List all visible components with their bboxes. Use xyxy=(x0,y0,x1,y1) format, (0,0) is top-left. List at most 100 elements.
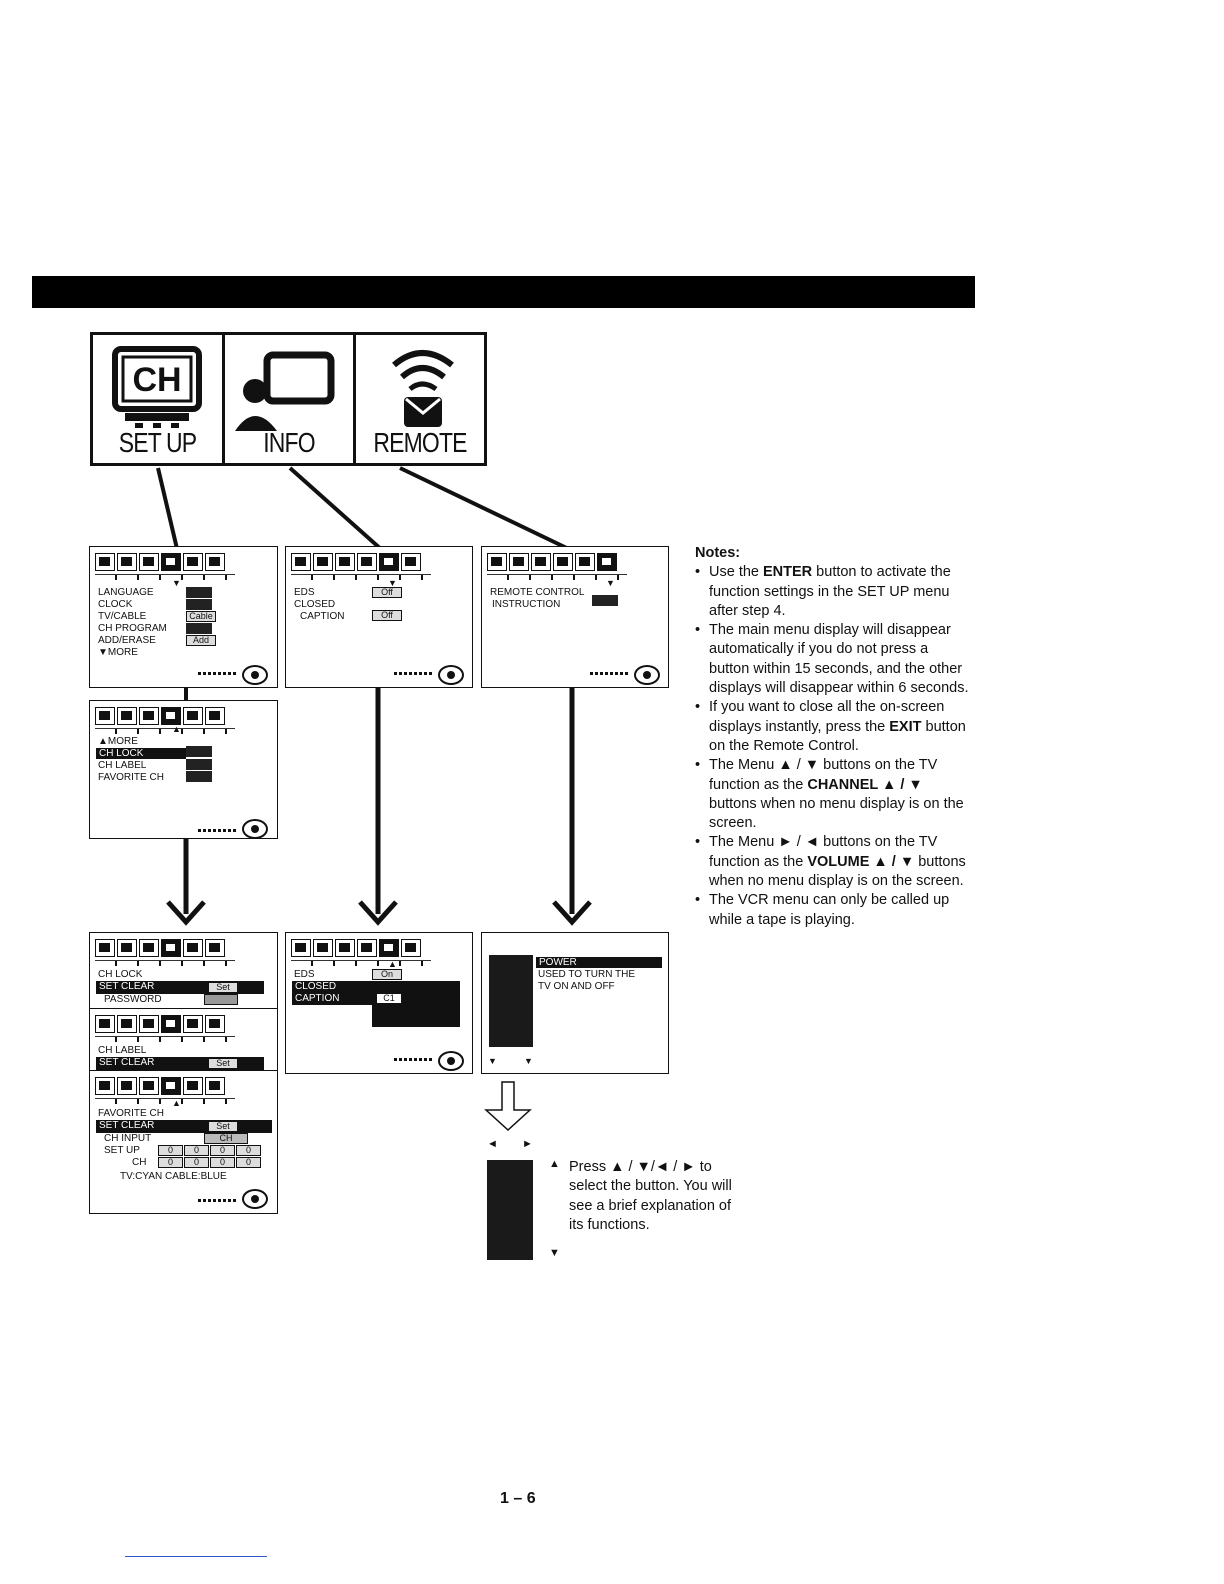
info-icon xyxy=(575,553,595,571)
ch-icon xyxy=(553,553,573,571)
help-text xyxy=(394,1058,434,1061)
tv-icon xyxy=(291,553,311,571)
chlock-menu-panel: CH LOCK SET CLEAR Set PASSWORD xyxy=(89,932,278,1010)
power-desc-line2: TV ON AND OFF xyxy=(538,981,615,992)
favorite-cell: 0 xyxy=(210,1157,235,1168)
menu-item-clock: CLOCK xyxy=(98,599,133,610)
remote-icon xyxy=(205,1015,225,1033)
navpad-icon xyxy=(438,1051,464,1071)
info-icon xyxy=(183,1077,203,1095)
audio-icon xyxy=(335,553,355,571)
menu-item-ch-label: CH LABEL xyxy=(98,760,147,771)
menu-subrow xyxy=(95,960,235,966)
remote-icon xyxy=(205,1077,225,1095)
note-text: The Menu ► / ◄ buttons on the TV functio… xyxy=(709,834,938,870)
help-text xyxy=(198,672,238,675)
picture-icon xyxy=(117,939,137,957)
remote-icon xyxy=(205,553,225,571)
menu-item-closed: CLOSED xyxy=(294,599,336,610)
caption-menu-panel: ▲ EDS On CLOSED CAPTION C1 xyxy=(285,932,473,1074)
audio-icon xyxy=(139,939,159,957)
audio-icon xyxy=(139,1015,159,1033)
up-arrow-icon: ▲ xyxy=(172,1098,181,1108)
ch-icon xyxy=(161,553,181,571)
audio-icon xyxy=(335,939,355,957)
set-value: Set xyxy=(208,982,238,993)
menu-item-more-up: ▲MORE xyxy=(98,736,138,747)
menu-subrow xyxy=(95,1036,235,1042)
down-arrow-icon: ▼ xyxy=(606,578,615,588)
favorite-cell: 0 xyxy=(184,1145,209,1156)
picture-icon xyxy=(117,707,137,725)
password-field xyxy=(204,994,238,1005)
menu-icon-row xyxy=(487,553,617,573)
note-text: buttons when no menu display is on the s… xyxy=(709,795,964,832)
help-text xyxy=(590,672,630,675)
set-value: Set xyxy=(208,1058,238,1069)
left-arrow-icon: ◄ xyxy=(487,1138,498,1150)
category-label: INFO xyxy=(263,427,315,458)
bottom-rule xyxy=(125,1556,267,1557)
note-text: The VCR menu can only be called up while… xyxy=(709,892,950,928)
eds-value: On xyxy=(372,969,402,980)
caption-value: C1 xyxy=(376,993,402,1004)
favorite-cell: 0 xyxy=(236,1157,261,1168)
favorite-cell: 0 xyxy=(210,1145,235,1156)
tv-icon xyxy=(487,553,507,571)
right-arrow-icon: ► xyxy=(522,1138,533,1150)
note-item: The main menu display will disappear aut… xyxy=(695,621,970,698)
ch-program-value-chip xyxy=(186,623,212,634)
menu-item-more: ▼MORE xyxy=(98,647,138,658)
info-icon xyxy=(379,553,399,571)
start-chip xyxy=(186,759,212,770)
category-info: INFO xyxy=(222,332,356,466)
set-value: Set xyxy=(208,1121,238,1132)
category-remote: REMOTE xyxy=(353,332,487,466)
person-tv-icon xyxy=(235,351,335,431)
tv-icon xyxy=(95,1077,115,1095)
menu-item-eds: EDS xyxy=(294,587,315,598)
note-text: buttons when no menu display is on the s… xyxy=(709,853,966,890)
menu-item-ch-program: CH PROGRAM xyxy=(98,623,167,634)
ch-input-value: CH xyxy=(204,1133,248,1144)
note-bold: CHANNEL ▲ / ▼ xyxy=(807,776,923,793)
note-bold: EXIT xyxy=(889,718,922,735)
menu-icon-row xyxy=(291,939,421,959)
eds-value: Off xyxy=(372,587,402,598)
up-arrow-icon: ▲ xyxy=(388,959,397,969)
menu-item-language: LANGUAGE xyxy=(98,587,154,598)
power-title: POWER xyxy=(536,957,662,968)
info-icon xyxy=(379,939,399,957)
chlabel-menu-panel: CH LABEL SET CLEAR Set xyxy=(89,1008,278,1072)
info-icon xyxy=(183,1015,203,1033)
menu-item-eds: EDS xyxy=(294,969,315,980)
ch-icon xyxy=(161,707,181,725)
down-arrow-icon: ▼ xyxy=(172,578,181,588)
note-text: button on the Remote Control. xyxy=(709,718,966,754)
ch-icon xyxy=(161,1077,181,1095)
menu-item-caption: CAPTION xyxy=(292,993,372,1005)
start-chip xyxy=(186,771,212,782)
favorite-cell: 0 xyxy=(158,1157,183,1168)
note-item: The Menu ► / ◄ buttons on the TV functio… xyxy=(695,833,970,891)
favorite-menu-panel: ▲ FAVORITE CH SET CLEAR Set CH INPUT CH … xyxy=(89,1070,278,1214)
menu-subrow xyxy=(95,728,235,734)
navpad-icon xyxy=(438,665,464,685)
audio-icon xyxy=(139,707,159,725)
info-icon xyxy=(183,939,203,957)
picture-icon xyxy=(117,1077,137,1095)
remote-image xyxy=(487,1160,533,1260)
note-text: If you want to close all the on-screen d… xyxy=(709,699,945,735)
menu-subrow xyxy=(95,1098,235,1104)
remote-icon xyxy=(401,553,421,571)
menu-subrow xyxy=(95,574,235,580)
tv-icon xyxy=(291,939,311,957)
remote-icon xyxy=(205,939,225,957)
remote-icon xyxy=(205,707,225,725)
menu-subrow xyxy=(487,574,627,580)
tv-cable-value: Cable xyxy=(186,611,216,622)
note-text: The main menu display will disappear aut… xyxy=(709,622,969,697)
ch-input-label: CH INPUT xyxy=(104,1133,152,1144)
tv-icon xyxy=(95,1015,115,1033)
